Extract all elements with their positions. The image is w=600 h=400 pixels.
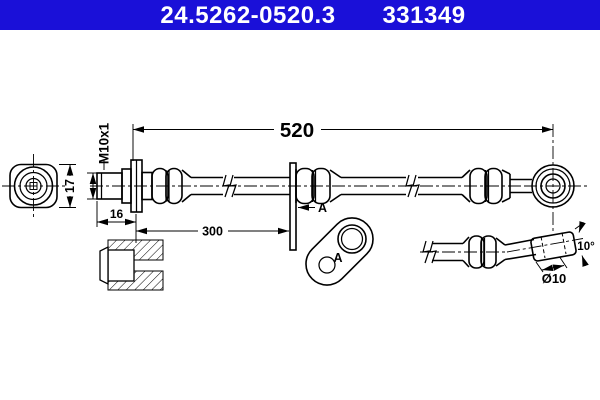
thread-label: M10x1 — [97, 122, 112, 164]
dimension-thread-m10x1: M10x1 — [87, 122, 112, 200]
fitting-front-view — [2, 154, 68, 218]
header-bar: 24.5262-0520.3 331349 — [0, 0, 600, 30]
dimension-dia-10: Ø10 — [535, 257, 568, 286]
bracket-outline — [305, 217, 374, 286]
mount-section-view — [99, 239, 164, 291]
clip-ref-label: A — [318, 201, 327, 215]
dimension-angle-10: 10° — [574, 221, 595, 267]
fitting-offset-label: 16 — [110, 207, 124, 221]
total-length-label: 520 — [280, 119, 314, 142]
header-background — [0, 0, 600, 30]
reference-number-label: 331349 — [382, 2, 465, 29]
clip-view-label: A — [333, 251, 342, 265]
angled-end-view: 10° Ø10 — [420, 221, 595, 286]
right-crimp-and-banjo — [461, 124, 587, 234]
break-symbol — [412, 174, 420, 198]
break-symbol — [222, 174, 230, 198]
banjo-eye — [524, 124, 587, 234]
banjo-side-view — [530, 231, 577, 262]
break-symbol — [405, 174, 413, 198]
banjo-angle-label: 10° — [577, 241, 595, 253]
break-symbol — [429, 240, 437, 264]
banjo-dia-label: Ø10 — [542, 271, 567, 286]
bracket-detail-view: A — [305, 217, 374, 286]
dimension-16: 16 — [96, 201, 136, 227]
dimension-520: 520 — [132, 119, 553, 161]
dimension-300: 300 — [135, 214, 289, 243]
mid-bracket-and-crimp — [289, 162, 342, 251]
dimension-17: 17 — [59, 164, 77, 208]
bracket-plate — [289, 162, 297, 251]
clip-pointer-a: A — [298, 201, 327, 215]
break-symbol — [422, 240, 430, 264]
break-symbol — [229, 174, 237, 198]
hose-run — [191, 174, 462, 198]
section-flange — [99, 245, 109, 286]
hex-flats-label: 17 — [63, 179, 77, 193]
mid-length-label: 300 — [202, 225, 223, 239]
part-number-label: 24.5262-0520.3 — [160, 2, 335, 29]
